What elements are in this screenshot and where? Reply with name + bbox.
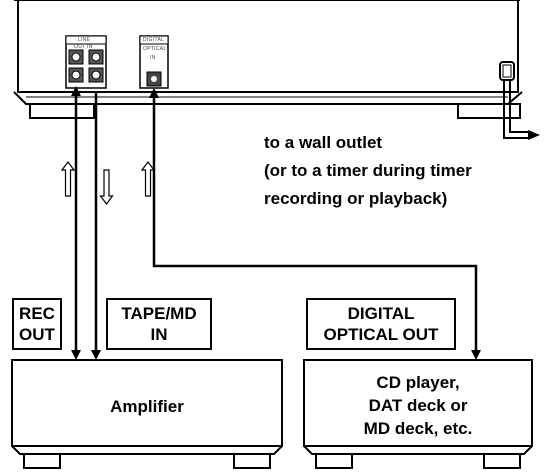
amplifier-device xyxy=(11,359,283,469)
tape-md-in-label-line-1: TAPE/MD xyxy=(121,304,197,323)
signal-direction-up-arrow-icon xyxy=(60,161,76,197)
rec-out-label-line-2: OUT xyxy=(19,325,55,344)
rec-cable-up-arrow-icon xyxy=(71,86,81,96)
power-cord xyxy=(499,61,540,140)
analog-cables xyxy=(71,86,101,360)
tape-md-in-label: TAPE/MD IN xyxy=(106,298,212,350)
digital-optical-out-label-line-2: OPTICAL OUT xyxy=(323,325,439,344)
cd-player-label-line-2: DAT deck or xyxy=(368,396,468,415)
optical-cable-up-arrow-icon xyxy=(149,88,159,98)
wall-outlet-note-line-1: to a wall outlet xyxy=(264,133,383,152)
optical-jack-sublabel-2: IN xyxy=(150,55,156,61)
line-jack-sublabel: OUT IN xyxy=(74,44,93,50)
optical-jack-panel xyxy=(139,35,169,89)
amplifier-label: Amplifier xyxy=(110,397,184,416)
optical-cable-down-arrow-icon xyxy=(471,350,481,360)
optical-jack-label: DIGITAL xyxy=(143,37,165,43)
cd-player-label-line-1: CD player, xyxy=(376,373,460,392)
optical-jack-sublabel: OPTICAL xyxy=(143,46,167,52)
signal-direction-down-arrow-icon xyxy=(99,169,114,205)
line-jack-label: LINE xyxy=(78,37,91,43)
play-cable-down-arrow-icon xyxy=(91,350,101,360)
rec-out-label: REC OUT xyxy=(12,298,62,350)
line-jack-panel xyxy=(65,35,107,89)
rec-out-label-line-1: REC xyxy=(19,304,55,323)
deck-foot-left xyxy=(29,103,95,119)
optical-direction-up-arrow-icon xyxy=(140,161,156,197)
tape-md-in-label-line-2: IN xyxy=(150,325,168,344)
wall-outlet-note-line-3: recording or playback) xyxy=(264,189,448,208)
digital-optical-out-label: DIGITAL OPTICAL OUT xyxy=(306,298,456,350)
power-arrow-icon xyxy=(528,130,540,140)
cd-player-label-line-3: MD deck, etc. xyxy=(363,419,473,438)
rec-cable-end-arrow-icon xyxy=(71,350,81,360)
optical-cable xyxy=(149,88,481,360)
digital-optical-out-label-line-1: DIGITAL xyxy=(347,304,415,323)
cd-player-device xyxy=(303,359,533,469)
wall-outlet-note-line-2: (or to a timer during timer xyxy=(264,161,472,180)
